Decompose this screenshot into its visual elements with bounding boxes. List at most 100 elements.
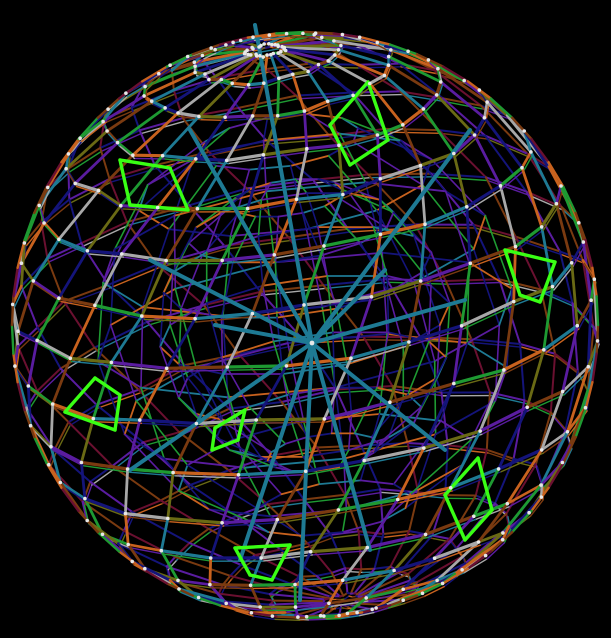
latitude-strut — [69, 150, 103, 173]
longitude-edge — [224, 600, 271, 606]
vertex-dot — [176, 578, 180, 583]
latitude-edge — [277, 72, 295, 80]
vertex-dot — [304, 614, 309, 619]
latitude-strut — [295, 582, 345, 589]
latitude-strut — [293, 73, 311, 79]
inner-shell-edge — [272, 340, 290, 396]
vertex-dot — [130, 559, 134, 564]
latitude-edge — [223, 114, 255, 119]
rim-edge — [332, 32, 364, 39]
latitude-strut — [241, 39, 256, 45]
latitude-edge — [550, 261, 574, 289]
longitude-edge — [59, 367, 98, 406]
vertex-dot — [485, 100, 489, 104]
vertex-dot — [120, 252, 124, 256]
vertex-dot — [105, 129, 109, 133]
vertex-dot — [261, 153, 266, 157]
vertex-dot — [238, 38, 243, 43]
central-strut — [188, 128, 314, 345]
latitude-edge — [176, 111, 201, 119]
rim-edge — [12, 266, 19, 298]
inner-shell-edge — [428, 284, 432, 343]
vertex-dot — [231, 40, 235, 45]
vertex-dot — [316, 62, 321, 67]
latitude-edge — [58, 481, 87, 500]
latitude-edge — [502, 348, 546, 372]
vertex-dot — [176, 111, 180, 115]
longitude-edge — [282, 47, 337, 57]
vertex-dot — [386, 54, 391, 59]
longitude-edge — [353, 567, 376, 595]
latitude-strut — [339, 137, 380, 150]
latitude-edge — [575, 298, 593, 328]
vertex-dot — [259, 556, 264, 560]
latitude-edge — [388, 382, 456, 404]
latitude-strut — [462, 304, 516, 330]
latitude-strut — [15, 348, 21, 370]
vertex-dot — [320, 35, 324, 40]
central-strut — [253, 23, 314, 345]
vertex-dot — [251, 35, 255, 39]
latitude-strut — [29, 388, 55, 408]
latitude-edge — [501, 524, 511, 542]
latitude-edge — [356, 62, 401, 66]
latitude-strut — [159, 67, 173, 78]
latitude-strut — [247, 51, 256, 55]
latitude-edge — [460, 300, 516, 328]
longitude-edge — [86, 204, 123, 253]
inner-shell-edge — [280, 483, 321, 496]
vertex-dot — [254, 52, 258, 57]
vertex-dot — [349, 356, 353, 361]
highlight-edge — [233, 546, 252, 577]
latitude-edge — [171, 471, 241, 477]
latitude-edge — [126, 543, 163, 553]
latitude-strut — [223, 257, 277, 265]
inner-shell-edge — [187, 242, 204, 257]
latitude-edge — [138, 418, 198, 426]
latitude-strut — [278, 113, 307, 120]
inner-shell-edge — [284, 436, 308, 445]
latitude-edge — [357, 530, 385, 535]
inner-shell-edge — [229, 168, 251, 237]
longitude-edge — [362, 400, 392, 463]
inner-shell-edge — [215, 436, 269, 462]
inner-shell-edge — [377, 406, 423, 445]
rim-edge — [23, 408, 36, 439]
highlight-edge — [348, 138, 390, 167]
inner-shell-edge — [220, 198, 263, 214]
vertex-dot — [498, 184, 503, 188]
vertex-dot — [160, 153, 165, 158]
inner-shell-edge — [302, 205, 326, 214]
latitude-edge — [188, 187, 248, 207]
latitude-edge — [272, 244, 326, 257]
latitude-edge — [67, 146, 102, 170]
latitude-edge — [484, 176, 528, 193]
latitude-edge — [230, 81, 251, 87]
vertex-dot — [185, 54, 190, 59]
latitude-edge — [131, 499, 162, 513]
longitude-edge — [249, 556, 263, 587]
vertex-dot — [305, 146, 309, 151]
latitude-strut — [173, 475, 241, 479]
longitude-edge — [332, 39, 393, 52]
latitude-edge — [540, 430, 569, 452]
longitude-edge — [140, 259, 168, 318]
latitude-edge — [341, 177, 382, 197]
vertex-dot — [276, 51, 281, 55]
latitude-strut — [252, 615, 275, 620]
latitude-edge — [452, 368, 506, 386]
inner-shell-edge — [321, 306, 337, 389]
central-strut — [310, 341, 447, 452]
vertex-dot — [26, 384, 31, 388]
latitude-edge — [93, 303, 144, 318]
vertex-dot — [477, 88, 482, 92]
vertex-dot — [435, 578, 439, 583]
vertex-dot — [365, 545, 370, 550]
vertex-dot — [472, 133, 477, 137]
vertex-dot — [123, 511, 128, 516]
vertex-dot — [406, 49, 410, 54]
latitude-edge — [95, 388, 140, 406]
highlight-edge — [328, 80, 370, 127]
vertex-dot — [208, 556, 213, 560]
latitude-strut — [109, 267, 160, 289]
